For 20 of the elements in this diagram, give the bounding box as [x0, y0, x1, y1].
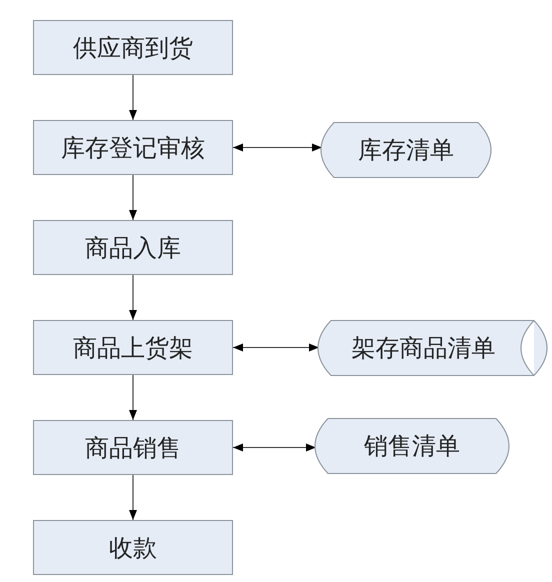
stored-data-shape: [320, 122, 492, 178]
arrow: [129, 74, 137, 120]
shape-label: 销售清单: [364, 433, 460, 462]
arrow: [232, 444, 316, 452]
shape-label: 库存清单: [358, 136, 454, 166]
arrow: [129, 474, 137, 520]
arrow: [232, 344, 320, 352]
shape-label: 架存商品清单: [352, 334, 496, 364]
process-box: 库存登记审核: [33, 120, 233, 175]
arrow: [232, 144, 322, 152]
process-box: 商品上货架: [33, 320, 233, 375]
process-box: 收款: [33, 520, 233, 575]
arrow: [129, 174, 137, 220]
stored-data-shape: [317, 320, 548, 376]
stored-data-shape: [314, 418, 510, 474]
arrow: [129, 374, 137, 420]
process-box: 供应商到货: [33, 20, 233, 75]
process-box: 商品销售: [33, 420, 233, 475]
process-box: 商品入库: [33, 220, 233, 275]
arrow: [129, 274, 137, 320]
